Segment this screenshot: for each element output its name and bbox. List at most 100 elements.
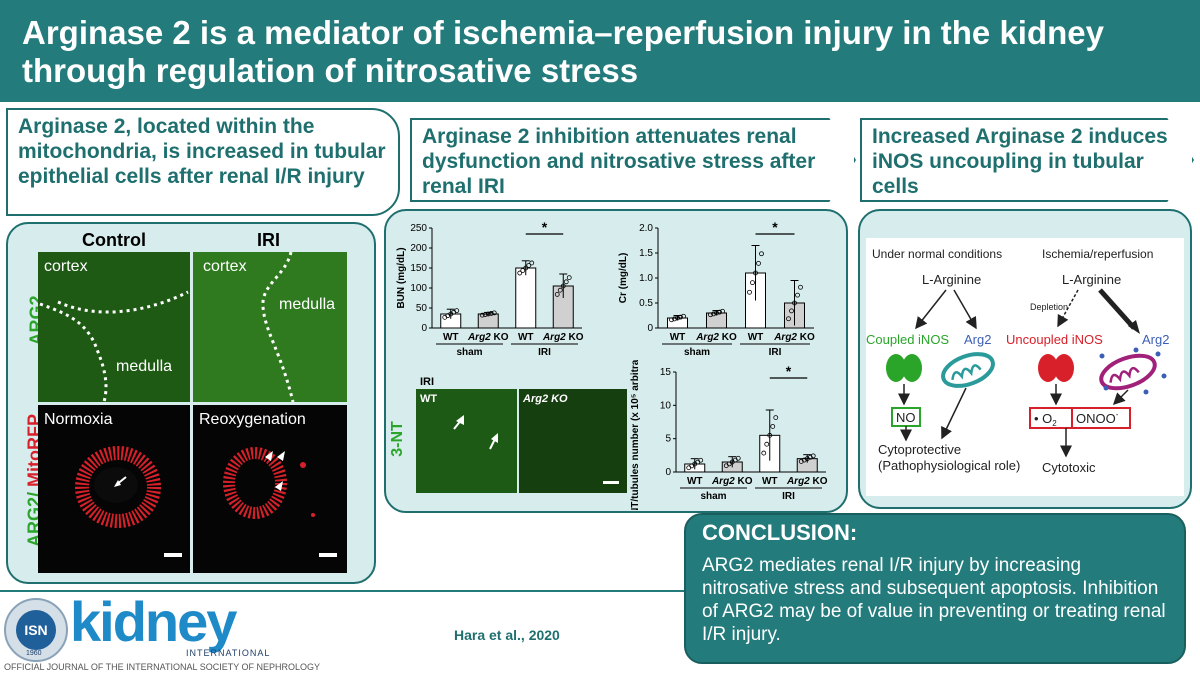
y-tick-label: 250 (410, 223, 427, 234)
data-point (795, 292, 800, 298)
data-point (720, 308, 725, 314)
nt-scale-bar (603, 481, 619, 484)
group-label-iri: IRI (782, 491, 795, 502)
conclusion-box (684, 513, 1186, 664)
panel2-heading: Arginase 2 inhibition attenuates renal d… (410, 118, 856, 202)
x-tick-label: Arg2 KO (542, 332, 584, 343)
data-point (747, 289, 752, 295)
iri-label: IRI (420, 376, 435, 388)
x-tick-label: Arg2 KO (773, 332, 815, 343)
y-axis-label: 3-NT/tubules number (x 10⁵ arbitrary uni… (630, 360, 641, 510)
data-point (491, 310, 497, 316)
kidney-logo-sub: INTERNATIONAL (186, 648, 271, 658)
nt-row-label: 3-NT (388, 421, 406, 457)
data-point (482, 312, 488, 317)
coupled-inos-icon (886, 354, 922, 382)
x-tick-label: WT (687, 476, 703, 487)
data-point (517, 270, 523, 276)
data-point (520, 268, 526, 273)
data-point (672, 316, 677, 322)
data-point (523, 265, 529, 271)
group-label-sham: sham (700, 491, 726, 502)
data-point (698, 457, 704, 463)
x-tick-label: Arg2 KO (786, 476, 828, 487)
y-tick-label: 15 (660, 367, 672, 378)
mito-cell-normoxia (75, 446, 182, 557)
data-point (669, 317, 674, 323)
x-tick-label: WT (748, 332, 764, 343)
inos-diagram: Under normal conditions Ischemia/reperfu… (866, 247, 1169, 475)
data-point (454, 308, 460, 314)
nt-wt-arrows (453, 415, 498, 450)
y-tick-label: 200 (410, 243, 427, 254)
panel3-heading: Increased Arginase 2 induces iNOS uncoup… (860, 118, 1194, 202)
data-point (557, 287, 563, 293)
ischemia-title: Ischemia/reperfusion (1042, 247, 1153, 261)
patho-label: (Pathophysiological role) (878, 458, 1020, 473)
conclusion-text: ARG2 mediates renal I/R injury by increa… (702, 555, 1166, 645)
x-tick-label: Arg2 KO (467, 332, 509, 343)
citation: Hara et al., 2020 (454, 627, 560, 643)
data-point (708, 312, 713, 318)
data-point (756, 260, 761, 266)
seal-year: 1960 (26, 650, 42, 657)
x-tick-label: Arg2 KO (711, 476, 753, 487)
micrograph-nt-wt: WT (416, 389, 517, 493)
conclusion-title: CONCLUSION: (702, 520, 858, 545)
micrograph-iri-arg2: cortex medulla (193, 252, 347, 402)
data-point (681, 313, 686, 319)
data-point (735, 455, 741, 461)
y-axis-label: BUN (mg/dL) (396, 247, 407, 308)
data-point (767, 432, 773, 438)
micrograph-control-arg2: cortex medulla (38, 252, 190, 402)
data-point (526, 263, 532, 268)
y-tick-label: 2.0 (639, 223, 653, 234)
uncoupled-inos-icon (1038, 354, 1074, 382)
panel2-heading-text: Arginase 2 inhibition attenuates renal d… (422, 125, 816, 198)
x-tick-label: WT (670, 332, 686, 343)
y-tick-label: 0 (421, 323, 427, 334)
cytoprotective-label: Cytoprotective (878, 442, 961, 457)
y-tick-label: 100 (410, 283, 427, 294)
cortex-label-iri: cortex (203, 258, 247, 275)
page-title: Arginase 2 is a mediator of ischemia–rep… (22, 14, 1104, 89)
col-control-label: Control (82, 230, 146, 250)
y-tick-label: 0 (647, 323, 653, 334)
data-point (554, 292, 560, 297)
data-point (479, 312, 485, 318)
medulla-boundary-iri (261, 252, 295, 402)
data-point (792, 300, 797, 306)
data-point (717, 309, 722, 315)
mito-cell-reoxygenation (223, 447, 337, 557)
data-point (764, 441, 770, 447)
y-tick-label: 10 (660, 400, 672, 411)
data-point (675, 315, 680, 321)
panel1-heading: Arginase 2, located within the mitochond… (6, 108, 400, 216)
logo-tagline: OFFICIAL JOURNAL OF THE INTERNATIONAL SO… (4, 662, 321, 672)
data-point (761, 450, 767, 456)
larginine-normal: L-Arginine (922, 272, 981, 287)
x-tick-label: WT (762, 476, 778, 487)
significance-mark: * (772, 219, 778, 235)
cortex-label-control: cortex (44, 258, 88, 275)
y-tick-label: 0 (665, 467, 671, 478)
group-label-iri: IRI (769, 347, 782, 358)
onoo-label: ONOO- (1076, 410, 1119, 426)
medulla-boundary-control (39, 290, 189, 402)
y-axis-label: Cr (mg/dL) (618, 253, 629, 304)
significance-mark: * (786, 363, 792, 379)
data-point (566, 275, 572, 280)
data-point (529, 260, 535, 266)
seal-inner: ISN (16, 610, 56, 650)
x-tick-label: WT (518, 332, 534, 343)
y-tick-label: 0.5 (639, 298, 653, 309)
arg2-label-ischemia: Arg2 (1142, 332, 1169, 347)
y-tick-label: 5 (665, 434, 671, 445)
normoxia-label: Normoxia (44, 411, 113, 428)
data-point (711, 311, 716, 317)
data-point (786, 316, 791, 322)
kidney-logo: kidney (70, 590, 237, 653)
col-iri-label: IRI (257, 230, 281, 250)
